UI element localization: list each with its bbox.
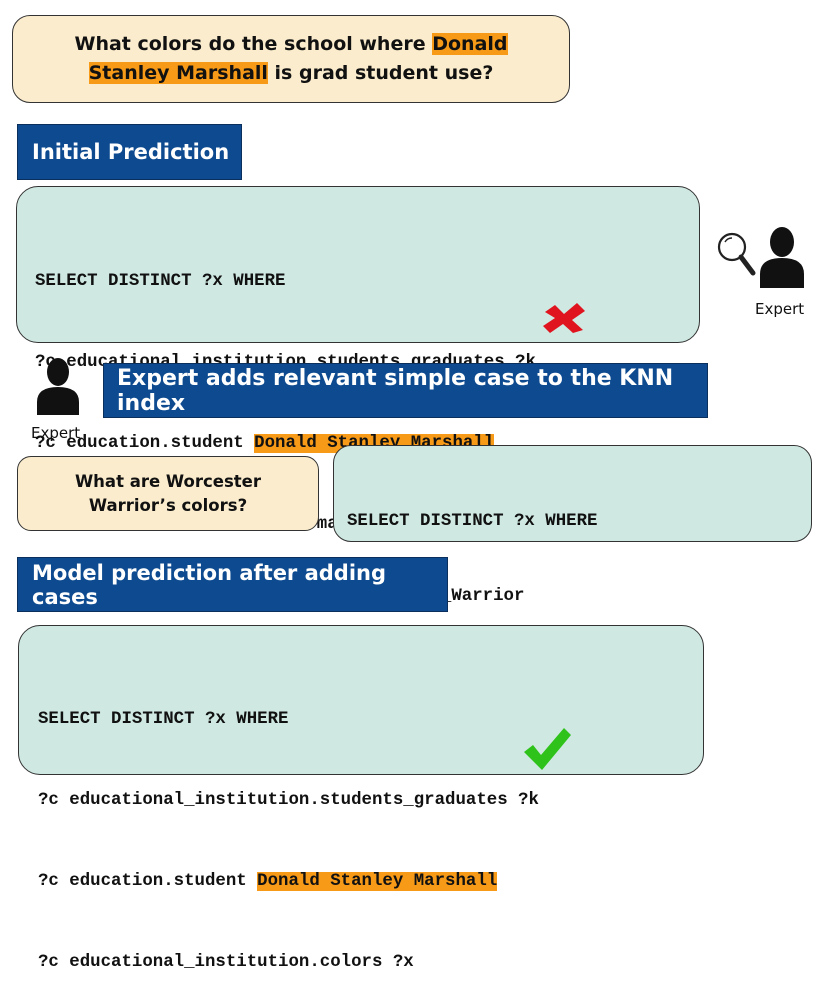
expert-action-banner: Expert adds relevant simple case to the … bbox=[103, 363, 708, 418]
query-line: ?c education.student Donald Stanley Mars… bbox=[38, 868, 703, 895]
expert-avatar-icon bbox=[760, 227, 804, 288]
model-prediction-query: SELECT DISTINCT ?x WHERE ?c educational_… bbox=[18, 625, 704, 972]
simple-case-question-box: What are Worcester Warrior’s colors? bbox=[17, 456, 319, 531]
query-entity-highlight: Donald Stanley Marshall bbox=[257, 872, 498, 891]
expert-avatar-icon bbox=[37, 358, 79, 415]
query-line: SELECT DISTINCT ?x WHERE bbox=[347, 512, 598, 531]
model-prediction-title: Model prediction after adding cases bbox=[32, 560, 387, 609]
query-line: SELECT DISTINCT ?x WHERE bbox=[38, 710, 289, 729]
query-line: SELECT DISTINCT ?x WHERE bbox=[35, 272, 286, 291]
model-prediction-banner: Model prediction after adding cases bbox=[17, 557, 448, 612]
initial-prediction-title: Initial Prediction bbox=[32, 140, 230, 164]
initial-prediction-query: SELECT DISTINCT ?x WHERE ?c educational_… bbox=[16, 186, 700, 534]
query-line: ?c educational_institution.students_grad… bbox=[38, 791, 539, 810]
expert-label: Expert bbox=[31, 424, 81, 442]
question-text: What colors do the school where Donald S… bbox=[49, 30, 533, 88]
query-line-text: ?c education.student bbox=[38, 872, 258, 891]
question-text-after: is grad student use? bbox=[267, 62, 494, 84]
incorrect-cross-icon bbox=[543, 303, 585, 333]
correct-check-icon bbox=[524, 728, 571, 770]
expert-action-title: Expert adds relevant simple case to the … bbox=[117, 365, 674, 416]
expert-label: Expert bbox=[755, 300, 805, 318]
question-box: What colors do the school where Donald S… bbox=[12, 15, 570, 103]
query-line: ?c educational_institution.colors ?x bbox=[38, 953, 414, 972]
simple-case-query: SELECT DISTINCT ?x WHERE Worcester_Warri… bbox=[333, 445, 812, 681]
question-text-before: What colors do the school where bbox=[74, 33, 433, 55]
query-line-text: ?c education.student bbox=[35, 434, 255, 453]
initial-prediction-banner: Initial Prediction bbox=[17, 124, 242, 180]
magnifier-icon bbox=[717, 232, 756, 276]
simple-case-question: What are Worcester Warrior’s colors? bbox=[74, 471, 261, 515]
